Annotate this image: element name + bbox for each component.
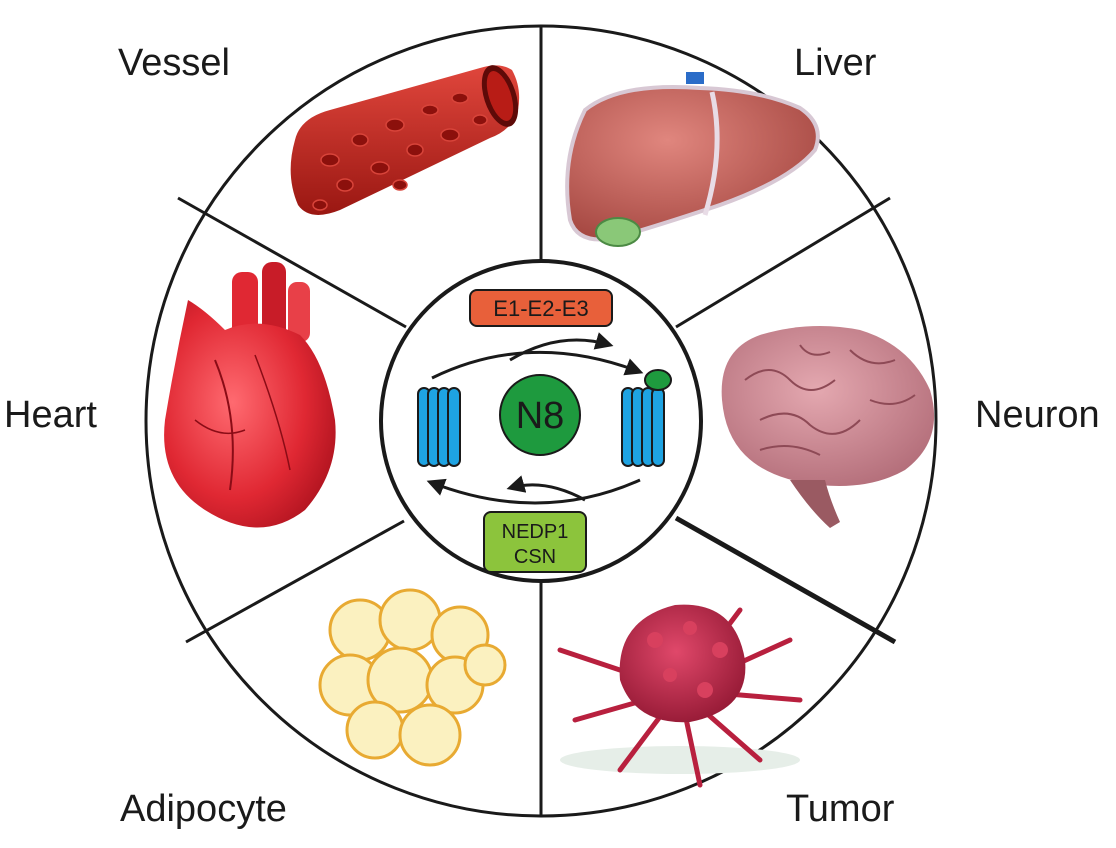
segment-label-vessel: Vessel: [118, 42, 230, 84]
heart-icon: [164, 262, 336, 528]
nedd8-icon: [644, 369, 672, 391]
cullin-icon: [621, 387, 665, 467]
tumor-icon: [557, 604, 803, 788]
segment-label-liver: Liver: [794, 42, 877, 84]
deconjugase-box: [483, 511, 587, 573]
blood-vessel-icon: [290, 65, 520, 215]
nedp1-label: NEDP1: [502, 521, 569, 543]
liver-icon: [565, 72, 820, 247]
segment-label-heart: Heart: [4, 394, 97, 436]
segment-label-neuron: Neuron: [975, 394, 1100, 436]
n8-label: N8: [516, 395, 565, 437]
cullin-icon: [417, 387, 461, 467]
segment-label-tumor: Tumor: [786, 788, 895, 830]
e1e2e3-box: [469, 289, 613, 327]
cycle-arrows: [426, 332, 644, 505]
csn-label: CSN: [514, 546, 556, 568]
nedd8-icon: [499, 374, 581, 456]
neddylation-cycle: E1-E2-E3 NEDP1 CSN N8: [379, 259, 703, 583]
brain-icon: [721, 326, 935, 528]
segment-label-adipocyte: Adipocyte: [120, 788, 287, 830]
fat-cells-icon: [318, 588, 507, 767]
e1e2e3-label: E1-E2-E3: [493, 296, 588, 321]
